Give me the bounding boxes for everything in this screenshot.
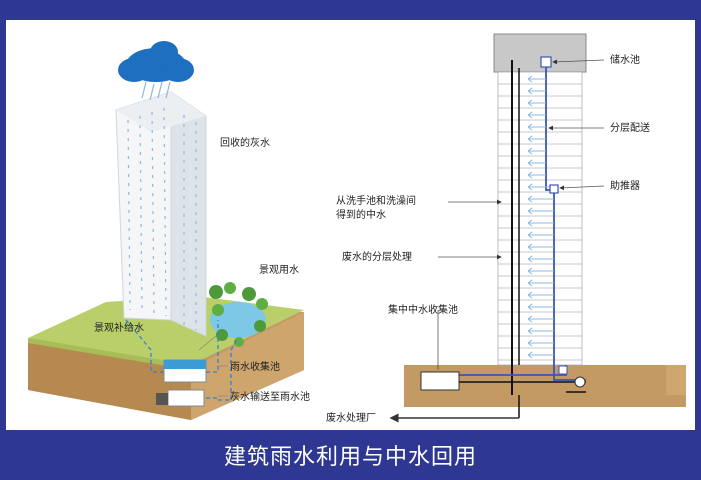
floor-flow-arrowhead: [527, 231, 533, 239]
label-from-sinks-line1: 从洗手池和洗澡间: [336, 196, 416, 207]
floor-flow-arrowhead: [527, 135, 533, 143]
floor-flow-arrowhead: [527, 111, 533, 119]
floor-flow-arrowhead: [527, 315, 533, 323]
floor-flow-arrowhead: [527, 219, 533, 227]
floor-flow-arrowhead: [527, 87, 533, 95]
roof-tank-block: [493, 33, 587, 73]
floor-flow-arrowhead: [527, 255, 533, 263]
floor-flow-arrowhead: [527, 339, 533, 347]
left-building-illustration: [28, 41, 304, 420]
floor-flow-arrowhead: [527, 147, 533, 155]
central-tank-icon: [420, 371, 460, 391]
label-landscape-water: 景观用水: [259, 265, 299, 276]
diagram-panel: 回收的灰水 景观用水 景观补给水 雨水收集池 灰水输送至雨水池 储水池 分层配送…: [6, 20, 695, 430]
tree: [209, 285, 223, 299]
label-landscape-makeup-water: 景观补给水: [94, 323, 144, 334]
building-floors: [497, 71, 583, 366]
storage-tank-icon: [540, 56, 552, 68]
floor-flow-arrowhead: [527, 171, 533, 179]
floor-flow-arrowhead: [527, 327, 533, 335]
caption-bar: 建筑雨水利用与中水回用: [223, 445, 477, 470]
floor-flow-arrowhead: [527, 303, 533, 311]
booster-icon: [549, 184, 559, 194]
floor-flow-arrowhead: [527, 159, 533, 167]
floor-flow-arrowhead: [527, 195, 533, 203]
floor-flow-arrowhead: [527, 183, 533, 191]
rain-cloud: [118, 41, 194, 82]
floor-flow-arrowhead: [527, 123, 533, 131]
label-central-tank: 集中中水收集池: [388, 305, 458, 316]
right-building-section: [389, 33, 686, 423]
floor-flow-arrowhead: [527, 279, 533, 287]
label-layered-treatment: 废水的分层处理: [342, 252, 412, 263]
floor-flow-arrowhead: [527, 351, 533, 359]
label-rainwater-tank: 雨水收集池: [230, 362, 280, 373]
label-storage-tank: 储水池: [610, 55, 640, 66]
grey-tank: [167, 389, 205, 407]
floor-flow-arrowhead: [527, 99, 533, 107]
label-treatment-plant: 废水处理厂: [326, 413, 376, 424]
floor-flow-arrowhead: [527, 243, 533, 251]
floor-flow-arrowhead: [527, 291, 533, 299]
label-greywater-to-tank: 灰水输送至雨水池: [230, 392, 310, 403]
label-layered-distribution: 分层配送: [610, 123, 650, 134]
floor-flow-arrowhead: [527, 75, 533, 83]
label-from-sinks-line2: 得到的中水: [336, 210, 386, 221]
label-booster: 助推器: [610, 181, 640, 192]
floor-flow-arrowhead: [527, 267, 533, 275]
pond: [210, 302, 266, 338]
diagram-canvas: [28, 33, 686, 423]
label-recycled-greywater: 回收的灰水: [220, 138, 270, 149]
floor-flow-arrowhead: [527, 207, 533, 215]
